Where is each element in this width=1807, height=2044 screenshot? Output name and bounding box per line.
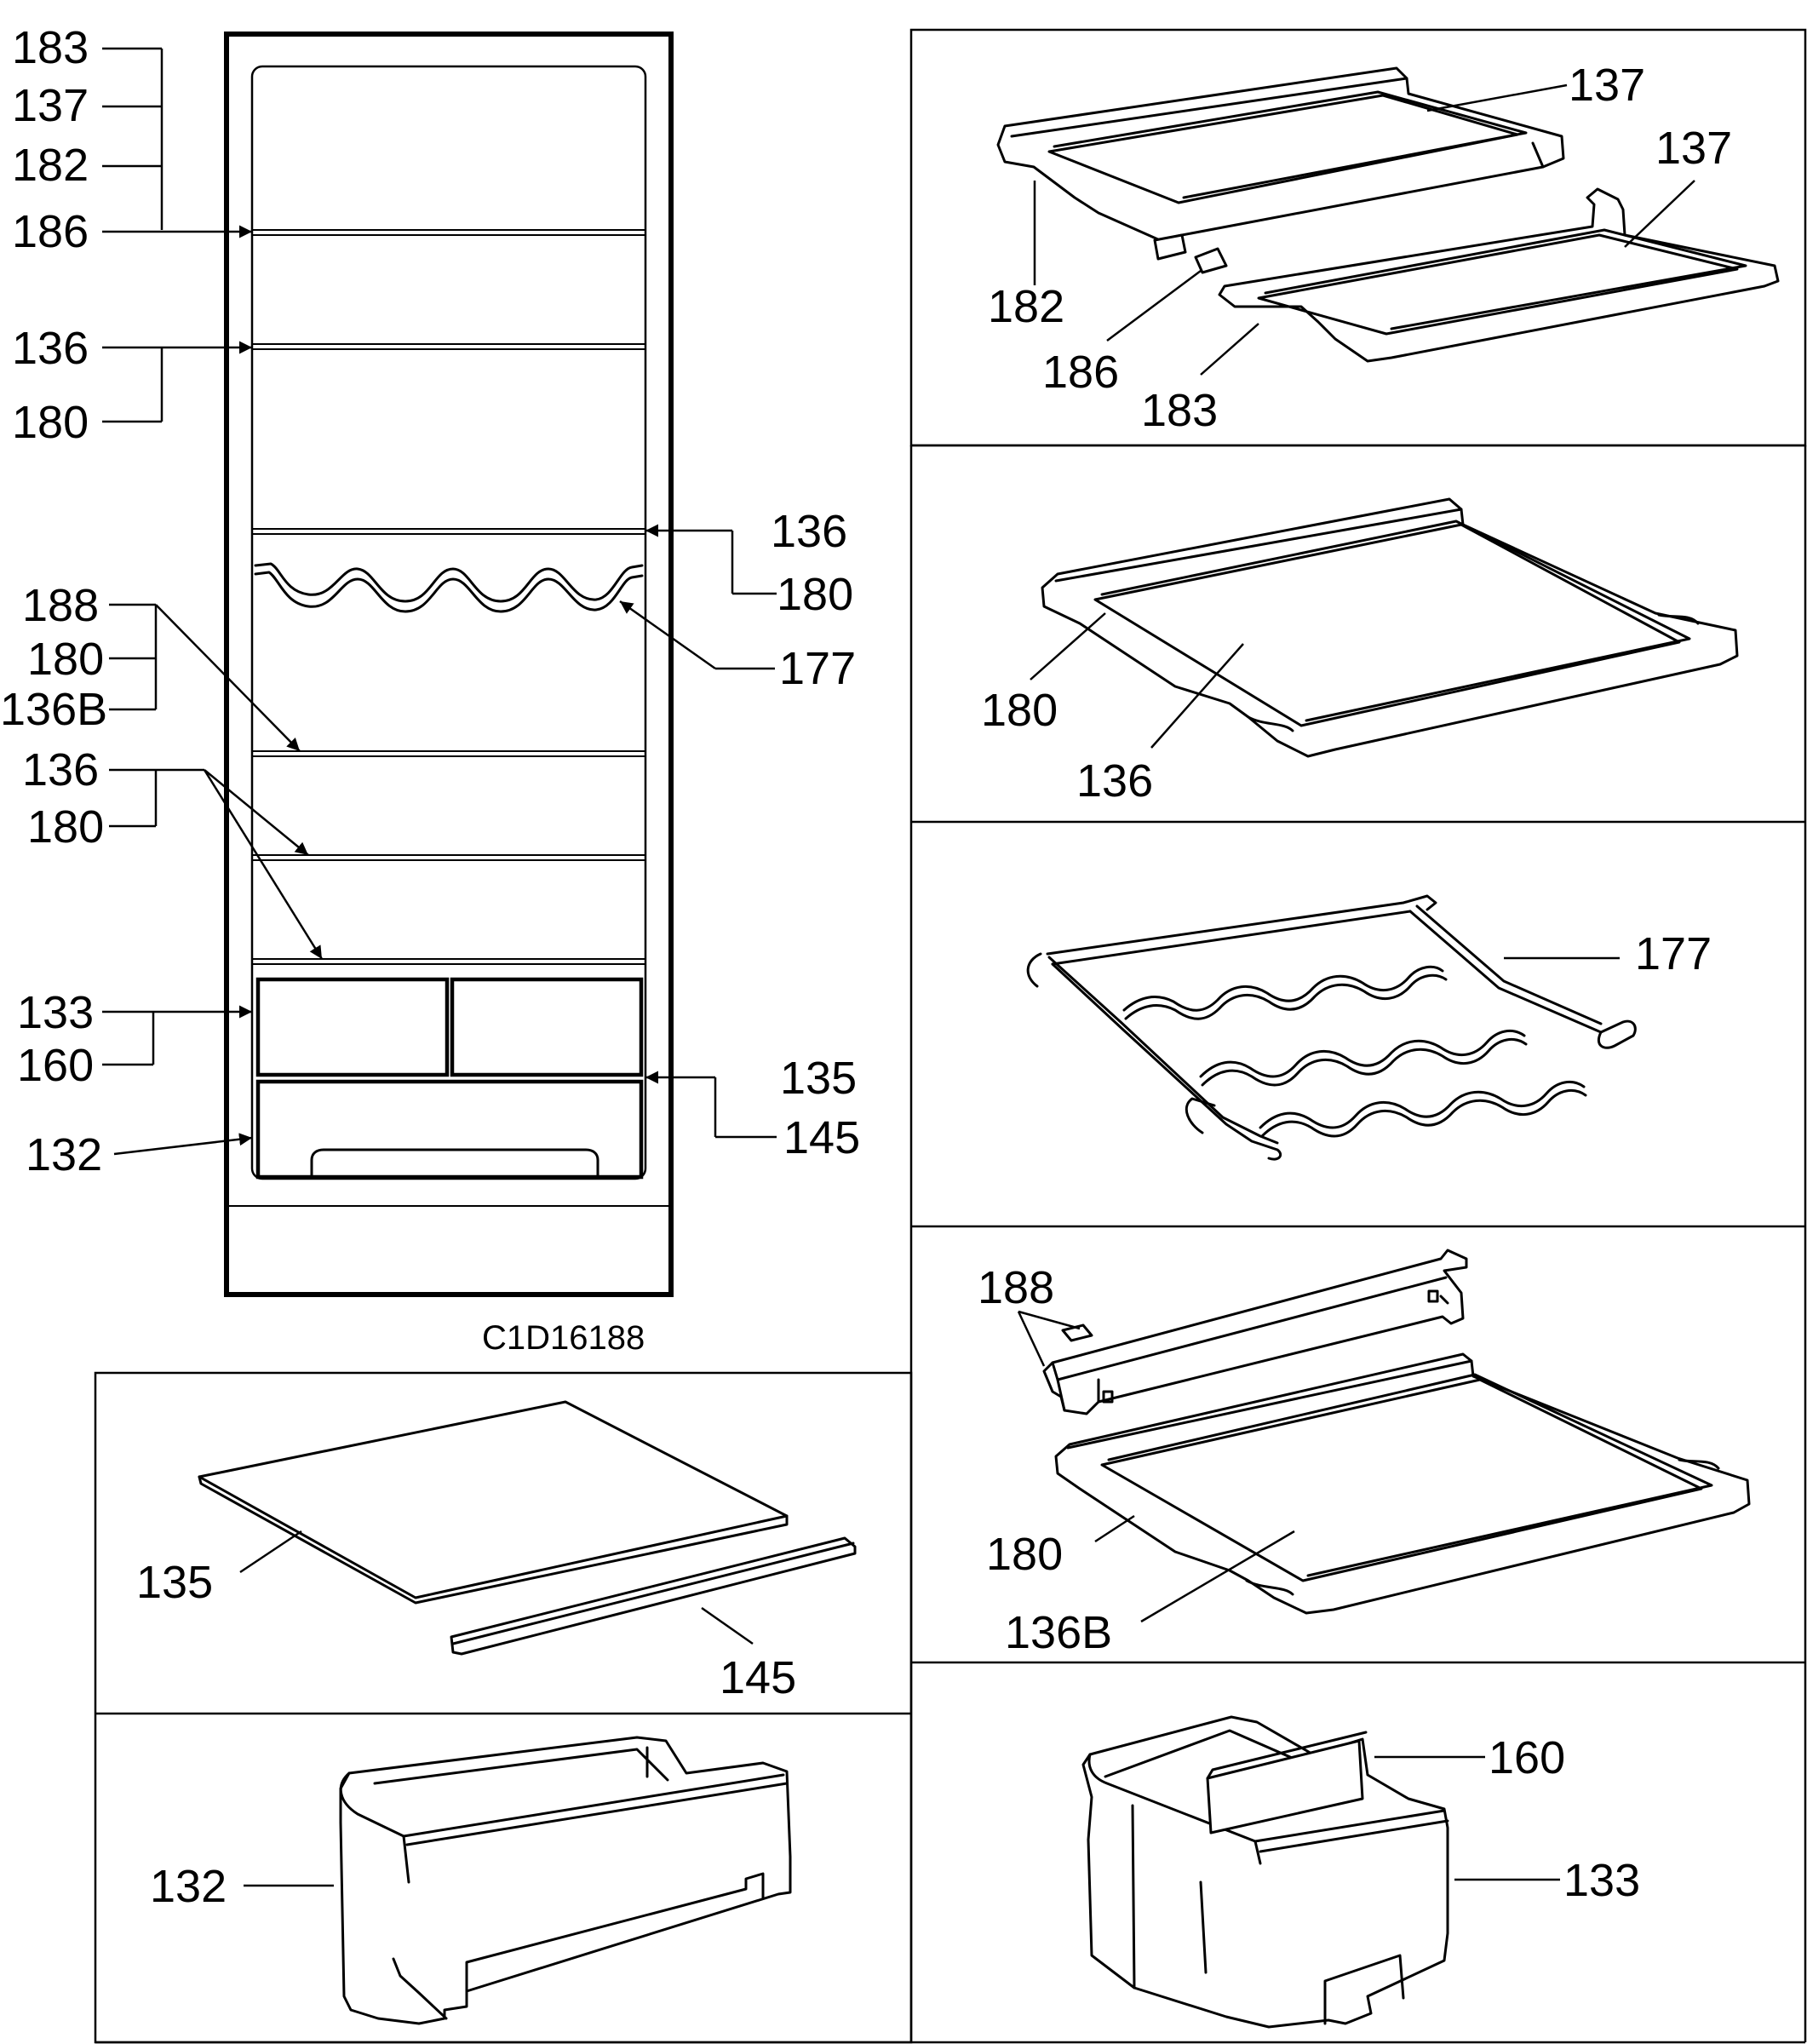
fridge-cabinet bbox=[224, 32, 674, 1297]
label-137: 137 bbox=[1655, 123, 1732, 174]
label-137: 137 bbox=[12, 80, 89, 131]
label-136: 136 bbox=[771, 506, 847, 557]
crisper-drawer-labels: 160 133 bbox=[1489, 1732, 1640, 1906]
label-145: 145 bbox=[720, 1652, 796, 1703]
label-135: 135 bbox=[136, 1557, 213, 1608]
split-shelf-illustration bbox=[996, 66, 1780, 363]
label-133: 133 bbox=[17, 987, 94, 1038]
crisper-cover-leaders bbox=[239, 1530, 754, 1645]
label-136: 136 bbox=[1076, 755, 1153, 807]
label-180: 180 bbox=[12, 397, 89, 448]
label-177: 177 bbox=[779, 643, 856, 694]
crisper-drawer-illustration bbox=[1081, 1715, 1449, 2029]
label-182: 182 bbox=[988, 281, 1064, 332]
shelf-with-trim-leaders bbox=[1017, 1310, 1295, 1623]
shelf-with-trim-labels: 188 180 136B bbox=[978, 1262, 1112, 1658]
panel-frames bbox=[94, 28, 1807, 2044]
label-145: 145 bbox=[783, 1112, 860, 1163]
label-183: 183 bbox=[12, 22, 89, 73]
glass-shelf-labels: 180 136 bbox=[981, 685, 1153, 807]
crisper-cover-illustration bbox=[198, 1400, 857, 1656]
wine-rack-labels: 177 bbox=[1635, 928, 1712, 979]
glass-shelf-illustration bbox=[1041, 497, 1739, 758]
label-182: 182 bbox=[12, 140, 89, 191]
label-183: 183 bbox=[1141, 385, 1218, 436]
split-shelf-labels: 137 137 182 186 183 bbox=[988, 60, 1732, 436]
label-180: 180 bbox=[777, 569, 853, 620]
glass-shelf-leaders bbox=[1030, 612, 1244, 749]
label-177: 177 bbox=[1635, 928, 1712, 979]
split-shelf-leaders bbox=[1033, 83, 1695, 376]
label-186: 186 bbox=[1042, 347, 1119, 398]
label-180: 180 bbox=[981, 685, 1058, 736]
fridge-leaders bbox=[102, 47, 777, 1156]
label-180: 180 bbox=[986, 1529, 1063, 1580]
shelf-with-trim-illustration bbox=[1042, 1249, 1751, 1615]
lower-drawer-illustration bbox=[339, 1736, 792, 2025]
label-180: 180 bbox=[27, 801, 104, 853]
crisper-cover-labels: 135 145 bbox=[136, 1557, 796, 1703]
label-188: 188 bbox=[978, 1262, 1054, 1313]
label-136: 136 bbox=[22, 744, 99, 795]
diagram-code: C1D16188 bbox=[482, 1319, 645, 1357]
label-136B: 136B bbox=[0, 684, 107, 735]
label-188: 188 bbox=[22, 580, 99, 631]
label-136B: 136B bbox=[1005, 1607, 1112, 1658]
label-135: 135 bbox=[780, 1053, 857, 1104]
label-133: 133 bbox=[1563, 1855, 1640, 1906]
lower-drawer-labels: 132 bbox=[150, 1861, 227, 1912]
label-132: 132 bbox=[150, 1861, 227, 1912]
label-136: 136 bbox=[12, 323, 89, 374]
label-137: 137 bbox=[1569, 60, 1645, 111]
wine-rack-illustration bbox=[1026, 894, 1637, 1161]
fridge-labels: 183 137 182 186 136 180 136 180 177 188 … bbox=[0, 22, 860, 1357]
crisper-drawer-leaders bbox=[1374, 1755, 1560, 1881]
label-132: 132 bbox=[26, 1129, 102, 1180]
label-186: 186 bbox=[12, 206, 89, 257]
label-160: 160 bbox=[1489, 1732, 1565, 1783]
label-160: 160 bbox=[17, 1040, 94, 1091]
label-180: 180 bbox=[27, 634, 104, 685]
